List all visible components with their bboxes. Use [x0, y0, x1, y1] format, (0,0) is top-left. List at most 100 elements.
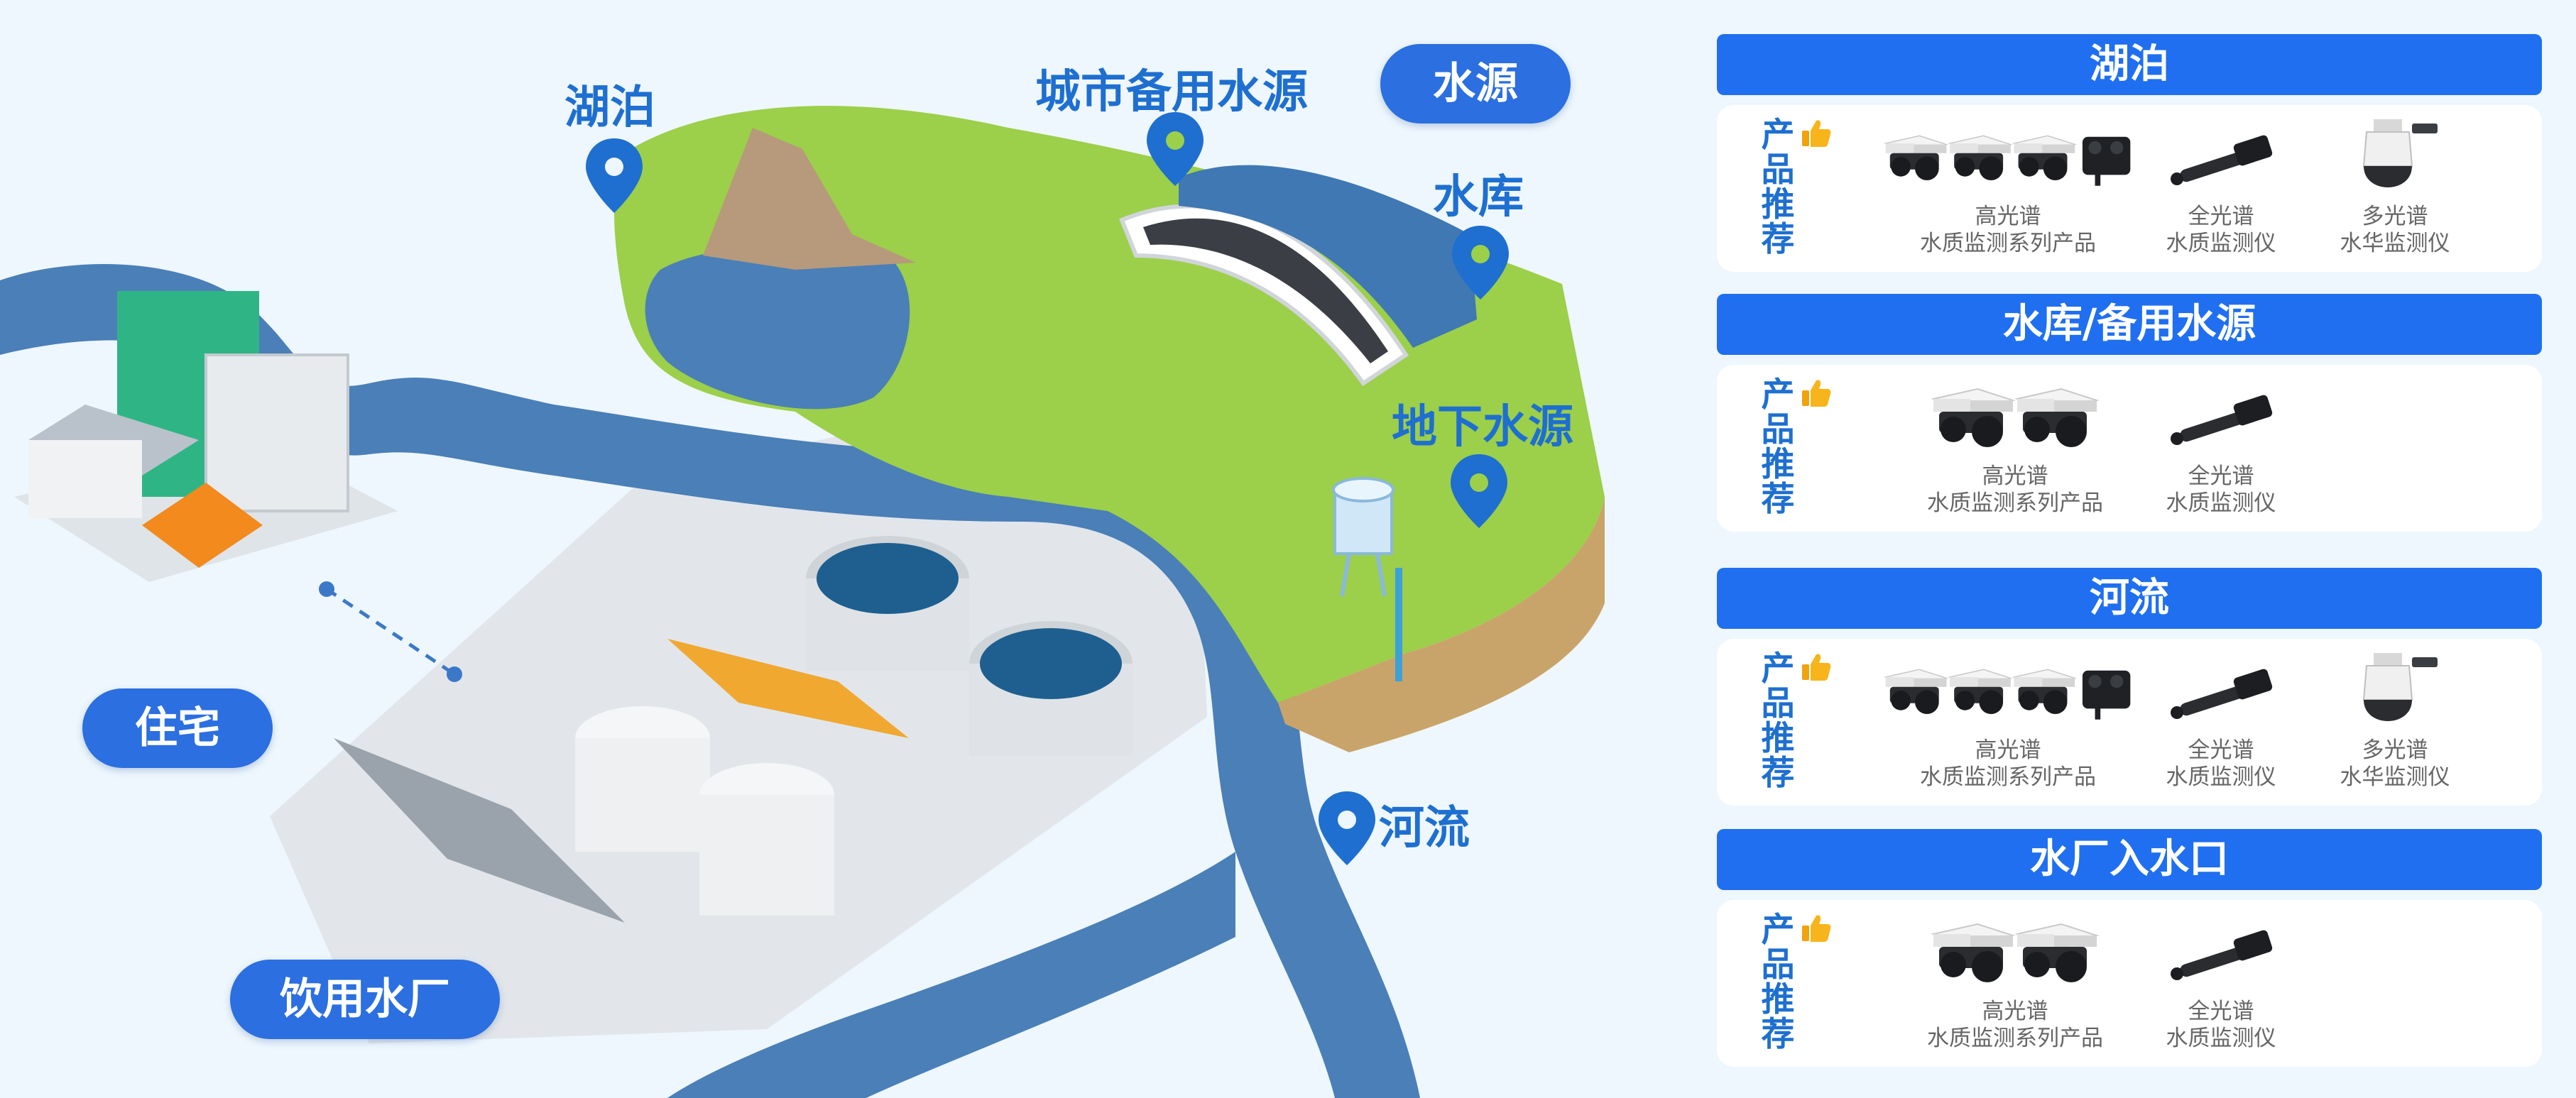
product-line1: 多光谱: [2362, 204, 2428, 229]
product-line2: 水质监测仪: [2166, 764, 2276, 790]
product-caption: 全光谱水质监测仪: [2150, 203, 2292, 257]
product-line2: 水质监测系列产品: [1927, 1026, 2103, 1051]
thumbs-up-icon: [1802, 120, 1831, 147]
section-body: 产品推荐高光谱水质监测系列产品全光谱水质监测仪: [1717, 900, 2542, 1067]
dam-asphalt: [1143, 218, 1388, 363]
recommend-label: 产品推荐: [1758, 913, 1798, 1052]
lake-pin-icon: [586, 138, 643, 213]
section-card: 水厂入水口产品推荐高光谱水质监测系列产品全光谱水质监测仪: [1717, 829, 2542, 1067]
product-item[interactable]: 全光谱水质监测仪: [2154, 911, 2288, 1064]
product-line2: 水华监测仪: [2340, 764, 2450, 790]
product-item[interactable]: 全光谱水质监测仪: [2150, 116, 2292, 269]
reservoir-water: [1179, 165, 1477, 348]
pill-drinking-plant: 饮用水厂: [230, 960, 500, 1039]
hyperspectral-set-2-icon: [1931, 388, 2100, 447]
thumbs-up-icon: [1802, 654, 1831, 681]
section-card: 湖泊产品推荐高光谱水质监测系列产品全光谱水质监测仪多光谱水华监测仪: [1717, 34, 2542, 272]
section-body: 产品推荐高光谱水质监测系列产品全光谱水质监测仪: [1717, 365, 2542, 532]
label-river: 河流: [1379, 802, 1470, 855]
product-line1: 高光谱: [1982, 463, 2048, 489]
section-title: 湖泊: [1717, 34, 2542, 95]
section-card: 河流产品推荐高光谱水质监测系列产品全光谱水质监测仪多光谱水华监测仪: [1717, 568, 2542, 806]
recommend-label: 产品推荐: [1758, 118, 1798, 257]
groundwater-pin-icon: [1451, 454, 1507, 528]
product-item[interactable]: 高光谱水质监测系列产品: [1894, 376, 2136, 529]
thumbs-up-icon: [1802, 380, 1831, 407]
connector-dot-start: [319, 581, 334, 597]
label-reservoir: 水库: [1433, 171, 1524, 224]
recommend-char: 推: [1761, 185, 1795, 224]
product-caption: 全光谱水质监测仪: [2150, 737, 2292, 791]
treatment-tanks: [334, 536, 1133, 923]
full-spectrum-probe-icon: [2171, 669, 2273, 719]
pill-water-source: 水源: [1380, 44, 1571, 123]
recommend-char: 品: [1761, 945, 1795, 984]
product-line1: 高光谱: [1975, 204, 2041, 229]
label-lake: 湖泊: [564, 82, 655, 134]
product-caption: 高光谱水质监测系列产品: [1880, 737, 2136, 791]
product-line2: 水质监测系列产品: [1920, 764, 2096, 790]
product-line1: 多光谱: [2362, 737, 2428, 763]
hyperspectral-set-4-icon: [1883, 669, 2131, 720]
recommend-char: 品: [1761, 684, 1795, 723]
product-item[interactable]: 高光谱水质监测系列产品: [1894, 911, 2136, 1064]
thumbs-up-icon: [1802, 915, 1831, 942]
section-title: 水库/备用水源: [1717, 294, 2542, 355]
product-line2: 水质监测仪: [2166, 490, 2276, 516]
product-line1: 高光谱: [1975, 737, 2041, 763]
product-line2: 水质监测系列产品: [1920, 231, 2096, 256]
label-groundwater: 地下水源: [1392, 401, 1573, 454]
product-item[interactable]: 高光谱水质监测系列产品: [1880, 650, 2136, 803]
river-lower: [667, 852, 1235, 1098]
recommend-char: 荐: [1761, 220, 1795, 259]
water-tower-icon: [1332, 477, 1402, 681]
section-title: 水厂入水口: [1717, 829, 2542, 890]
section-card: 水库/备用水源产品推荐高光谱水质监测系列产品全光谱水质监测仪: [1717, 294, 2542, 532]
pill-residence: 住宅: [82, 688, 273, 768]
connector-dot-end: [447, 666, 462, 682]
label-backup-source: 城市备用水源: [1035, 66, 1308, 119]
recommend-char: 推: [1761, 980, 1795, 1019]
land-cliff: [1278, 497, 1605, 752]
dome-camera-icon: [2362, 119, 2438, 187]
residential-buildings: [14, 291, 398, 582]
recommend-label: 产品推荐: [1758, 652, 1798, 791]
reservoir-pin-icon: [1452, 226, 1509, 300]
product-item[interactable]: 全光谱水质监测仪: [2150, 650, 2292, 803]
product-line1: 全光谱: [2188, 999, 2254, 1024]
full-spectrum-probe-icon: [2171, 395, 2273, 445]
dome-camera-icon: [2362, 653, 2438, 721]
section-body: 产品推荐高光谱水质监测系列产品全光谱水质监测仪多光谱水华监测仪: [1717, 105, 2542, 272]
product-line1: 全光谱: [2188, 737, 2254, 763]
product-caption: 高光谱水质监测系列产品: [1894, 998, 2136, 1052]
recommend-char: 产: [1761, 375, 1795, 415]
lake-water: [645, 247, 910, 410]
product-caption: 高光谱水质监测系列产品: [1894, 463, 2136, 517]
product-caption: 多光谱水华监测仪: [2324, 737, 2466, 791]
plant-ground: [270, 426, 1207, 1043]
product-line1: 高光谱: [1982, 999, 2048, 1024]
product-caption: 多光谱水华监测仪: [2324, 203, 2466, 257]
recommend-char: 荐: [1761, 480, 1795, 519]
recommend-label: 产品推荐: [1758, 378, 1798, 517]
product-item[interactable]: 多光谱水华监测仪: [2324, 650, 2466, 803]
product-caption: 高光谱水质监测系列产品: [1880, 203, 2136, 257]
recommend-char: 品: [1761, 410, 1795, 449]
river-pin-icon: [1319, 791, 1375, 865]
section-body: 产品推荐高光谱水质监测系列产品全光谱水质监测仪多光谱水华监测仪: [1717, 639, 2542, 806]
hyperspectral-set-2-icon: [1931, 923, 2100, 982]
product-caption: 全光谱水质监测仪: [2154, 463, 2288, 517]
product-line1: 全光谱: [2188, 204, 2254, 229]
full-spectrum-probe-icon: [2171, 930, 2273, 980]
product-item[interactable]: 高光谱水质监测系列产品: [1880, 116, 2136, 269]
product-item[interactable]: 多光谱水华监测仪: [2324, 116, 2466, 269]
recommend-char: 产: [1761, 649, 1795, 688]
recommend-char: 荐: [1761, 1015, 1795, 1054]
product-line2: 水华监测仪: [2340, 231, 2450, 256]
recommend-char: 推: [1761, 719, 1795, 758]
water-source-map: [0, 106, 1605, 1098]
recommend-char: 推: [1761, 445, 1795, 484]
product-line2: 水质监测仪: [2166, 1026, 2276, 1051]
full-spectrum-probe-icon: [2171, 135, 2273, 185]
product-item[interactable]: 全光谱水质监测仪: [2154, 376, 2288, 529]
